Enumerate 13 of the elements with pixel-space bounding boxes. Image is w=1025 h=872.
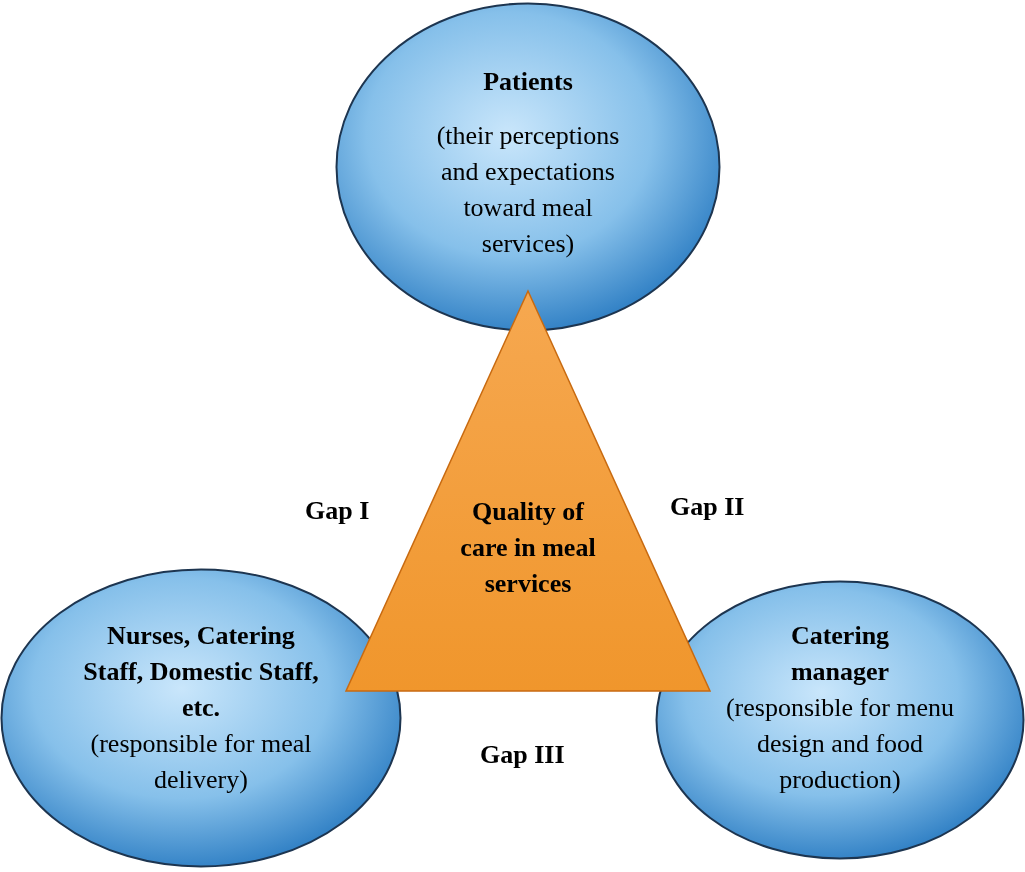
node-title: Patients: [482, 66, 574, 98]
node-description: (responsible for menu design and food production): [724, 692, 956, 796]
ellipse-node: [335, 2, 721, 332]
ellipse-node: [0, 568, 402, 868]
gap-label: Gap I: [305, 496, 370, 526]
gap-label: Gap II: [670, 492, 745, 522]
node-description: (their perceptions and expectations toward meal services): [435, 120, 621, 260]
node-title: Quality of care in meal services: [459, 496, 597, 600]
node-title: Catering manager: [789, 620, 891, 688]
gap-label: Gap III: [480, 740, 565, 770]
node-title: Nurses, Catering Staff, Domestic Staff, etc.: [82, 620, 320, 724]
node-description: (responsible for meal delivery): [89, 728, 313, 796]
ellipse-node: [655, 580, 1025, 860]
